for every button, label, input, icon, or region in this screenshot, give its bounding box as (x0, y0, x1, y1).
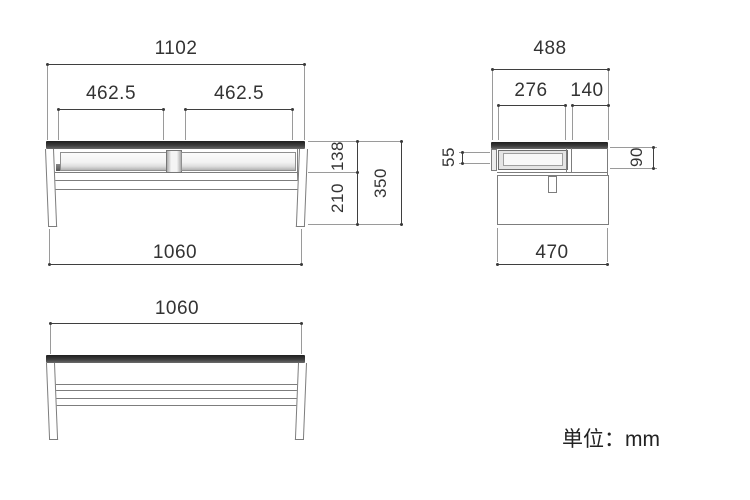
extension-line (492, 71, 493, 140)
rear-shelf-rail (53, 398, 299, 406)
dim-dot (607, 104, 610, 107)
extension-line (185, 111, 186, 140)
dim-dot (356, 223, 359, 226)
dim-line (492, 69, 608, 70)
dim-dot (491, 68, 494, 71)
dim-label-front-base-width: 1060 (152, 242, 198, 263)
dim-line (572, 105, 608, 106)
dim-dot (606, 263, 609, 266)
front-shelf-rail (53, 180, 298, 190)
dim-label-front-left-drawer: 462.5 (85, 83, 137, 104)
dim-line (653, 147, 654, 168)
extension-line (610, 147, 657, 148)
dim-dot (497, 104, 500, 107)
extension-line (308, 141, 403, 142)
rear-leg-right (294, 363, 307, 440)
side-divider-line (571, 148, 572, 172)
dim-dot (571, 104, 574, 107)
unit-note: 単位：mm (562, 428, 660, 451)
dim-line (497, 264, 607, 265)
dim-label-side-drawer-depth: 276 (514, 80, 548, 101)
dim-line (185, 109, 292, 110)
dim-dot (461, 151, 464, 154)
dim-line (50, 323, 301, 324)
side-support-tab (548, 176, 557, 193)
dim-dot (400, 223, 403, 226)
dim-dot (184, 108, 187, 111)
extension-line (459, 163, 490, 164)
side-front-lip (491, 149, 497, 171)
side-body-bottom-line (497, 172, 608, 173)
rear-top-panel (46, 355, 305, 363)
dim-label-side-top-depth: 488 (533, 38, 567, 59)
dim-dot (461, 162, 464, 165)
extension-line (497, 228, 498, 262)
front-top-panel (46, 141, 305, 149)
dim-dot (48, 263, 51, 266)
extension-line (459, 152, 490, 153)
dim-label-rear-base-width: 1060 (154, 298, 200, 319)
dim-dot (57, 108, 60, 111)
rear-leg-left (46, 363, 59, 440)
extension-line (304, 66, 305, 140)
dim-dot (496, 263, 499, 266)
extension-line (50, 325, 51, 354)
side-divider-line (566, 148, 567, 172)
dim-dot (652, 146, 655, 149)
dim-dot (303, 63, 306, 66)
dim-line (462, 152, 463, 163)
extension-line (49, 229, 50, 263)
extension-line (610, 168, 657, 169)
extension-line (292, 111, 293, 140)
extension-line (607, 228, 608, 262)
rear-shelf-edge (53, 384, 299, 391)
extension-line (163, 111, 164, 140)
dim-dot (49, 322, 52, 325)
extension-line (58, 111, 59, 140)
dim-dot (652, 167, 655, 170)
dim-dot (607, 68, 610, 71)
extension-line (572, 107, 573, 140)
dim-dot (300, 322, 303, 325)
dim-line (49, 264, 301, 265)
extension-line (565, 107, 566, 140)
dim-line (401, 141, 402, 224)
dim-line (47, 64, 304, 65)
dim-label-front-right-drawer: 462.5 (213, 83, 265, 104)
dim-label-side-rear-clearance: 140 (570, 80, 604, 101)
dim-dot (162, 108, 165, 111)
extension-line (301, 229, 302, 263)
extension-line (301, 325, 302, 354)
dim-dot (564, 104, 567, 107)
extension-line (308, 172, 359, 173)
dim-line (357, 141, 358, 224)
dim-dot (356, 171, 359, 174)
dim-dot (400, 140, 403, 143)
extension-line (47, 66, 48, 140)
extension-line (498, 107, 499, 140)
front-drawer-right (181, 152, 296, 171)
dim-dot (300, 263, 303, 266)
side-drawer-inner-panel (503, 153, 563, 166)
dim-label-front-top-width: 1102 (154, 38, 198, 59)
dim-line (498, 105, 565, 106)
dim-dot (356, 140, 359, 143)
side-top-panel (491, 142, 608, 149)
dim-label-side-base-depth: 470 (535, 242, 569, 263)
dim-dot (291, 108, 294, 111)
dim-line (58, 109, 163, 110)
dim-dot (46, 63, 49, 66)
side-rear-edge (607, 149, 608, 175)
extension-line (308, 224, 403, 225)
